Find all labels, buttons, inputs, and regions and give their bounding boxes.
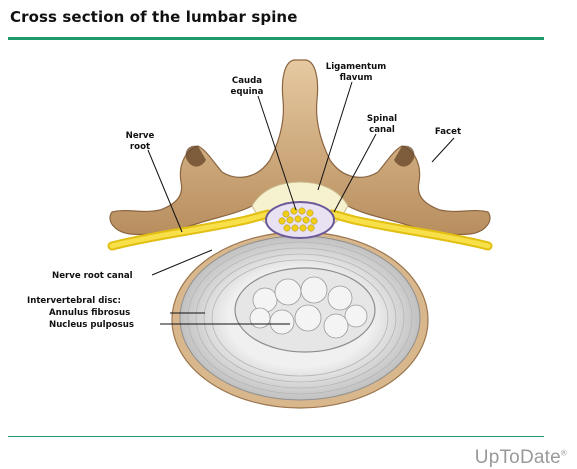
label-intervertebral-disc: Intervertebral disc: [27, 296, 121, 306]
label-nucleus-pulposus: Nucleus pulposus [49, 320, 134, 330]
leader-facet [432, 138, 454, 162]
label-nerve-root-canal: Nerve root canal [52, 271, 133, 281]
footer-divider [8, 436, 544, 437]
label-ligamentum-flavum-1: Ligamentum [326, 62, 386, 72]
label-annulus-fibrosus: Annulus fibrosus [49, 308, 130, 318]
label-spinal-canal-1: Spinal [367, 114, 397, 124]
label-ligamentum-flavum-2: flavum [340, 73, 373, 83]
label-nerve-root-1: Nerve [126, 131, 155, 141]
uptodate-logo[interactable]: UpToDate® [475, 447, 567, 469]
registered-mark: ® [561, 449, 567, 458]
label-spinal-canal-2: canal [369, 125, 395, 135]
label-cauda-equina-2: equina [231, 87, 264, 97]
label-facet: Facet [435, 127, 461, 137]
label-nerve-root-2: root [130, 142, 150, 152]
brand-name: UpToDate [475, 447, 561, 468]
label-cauda-equina-1: Cauda [232, 76, 262, 86]
